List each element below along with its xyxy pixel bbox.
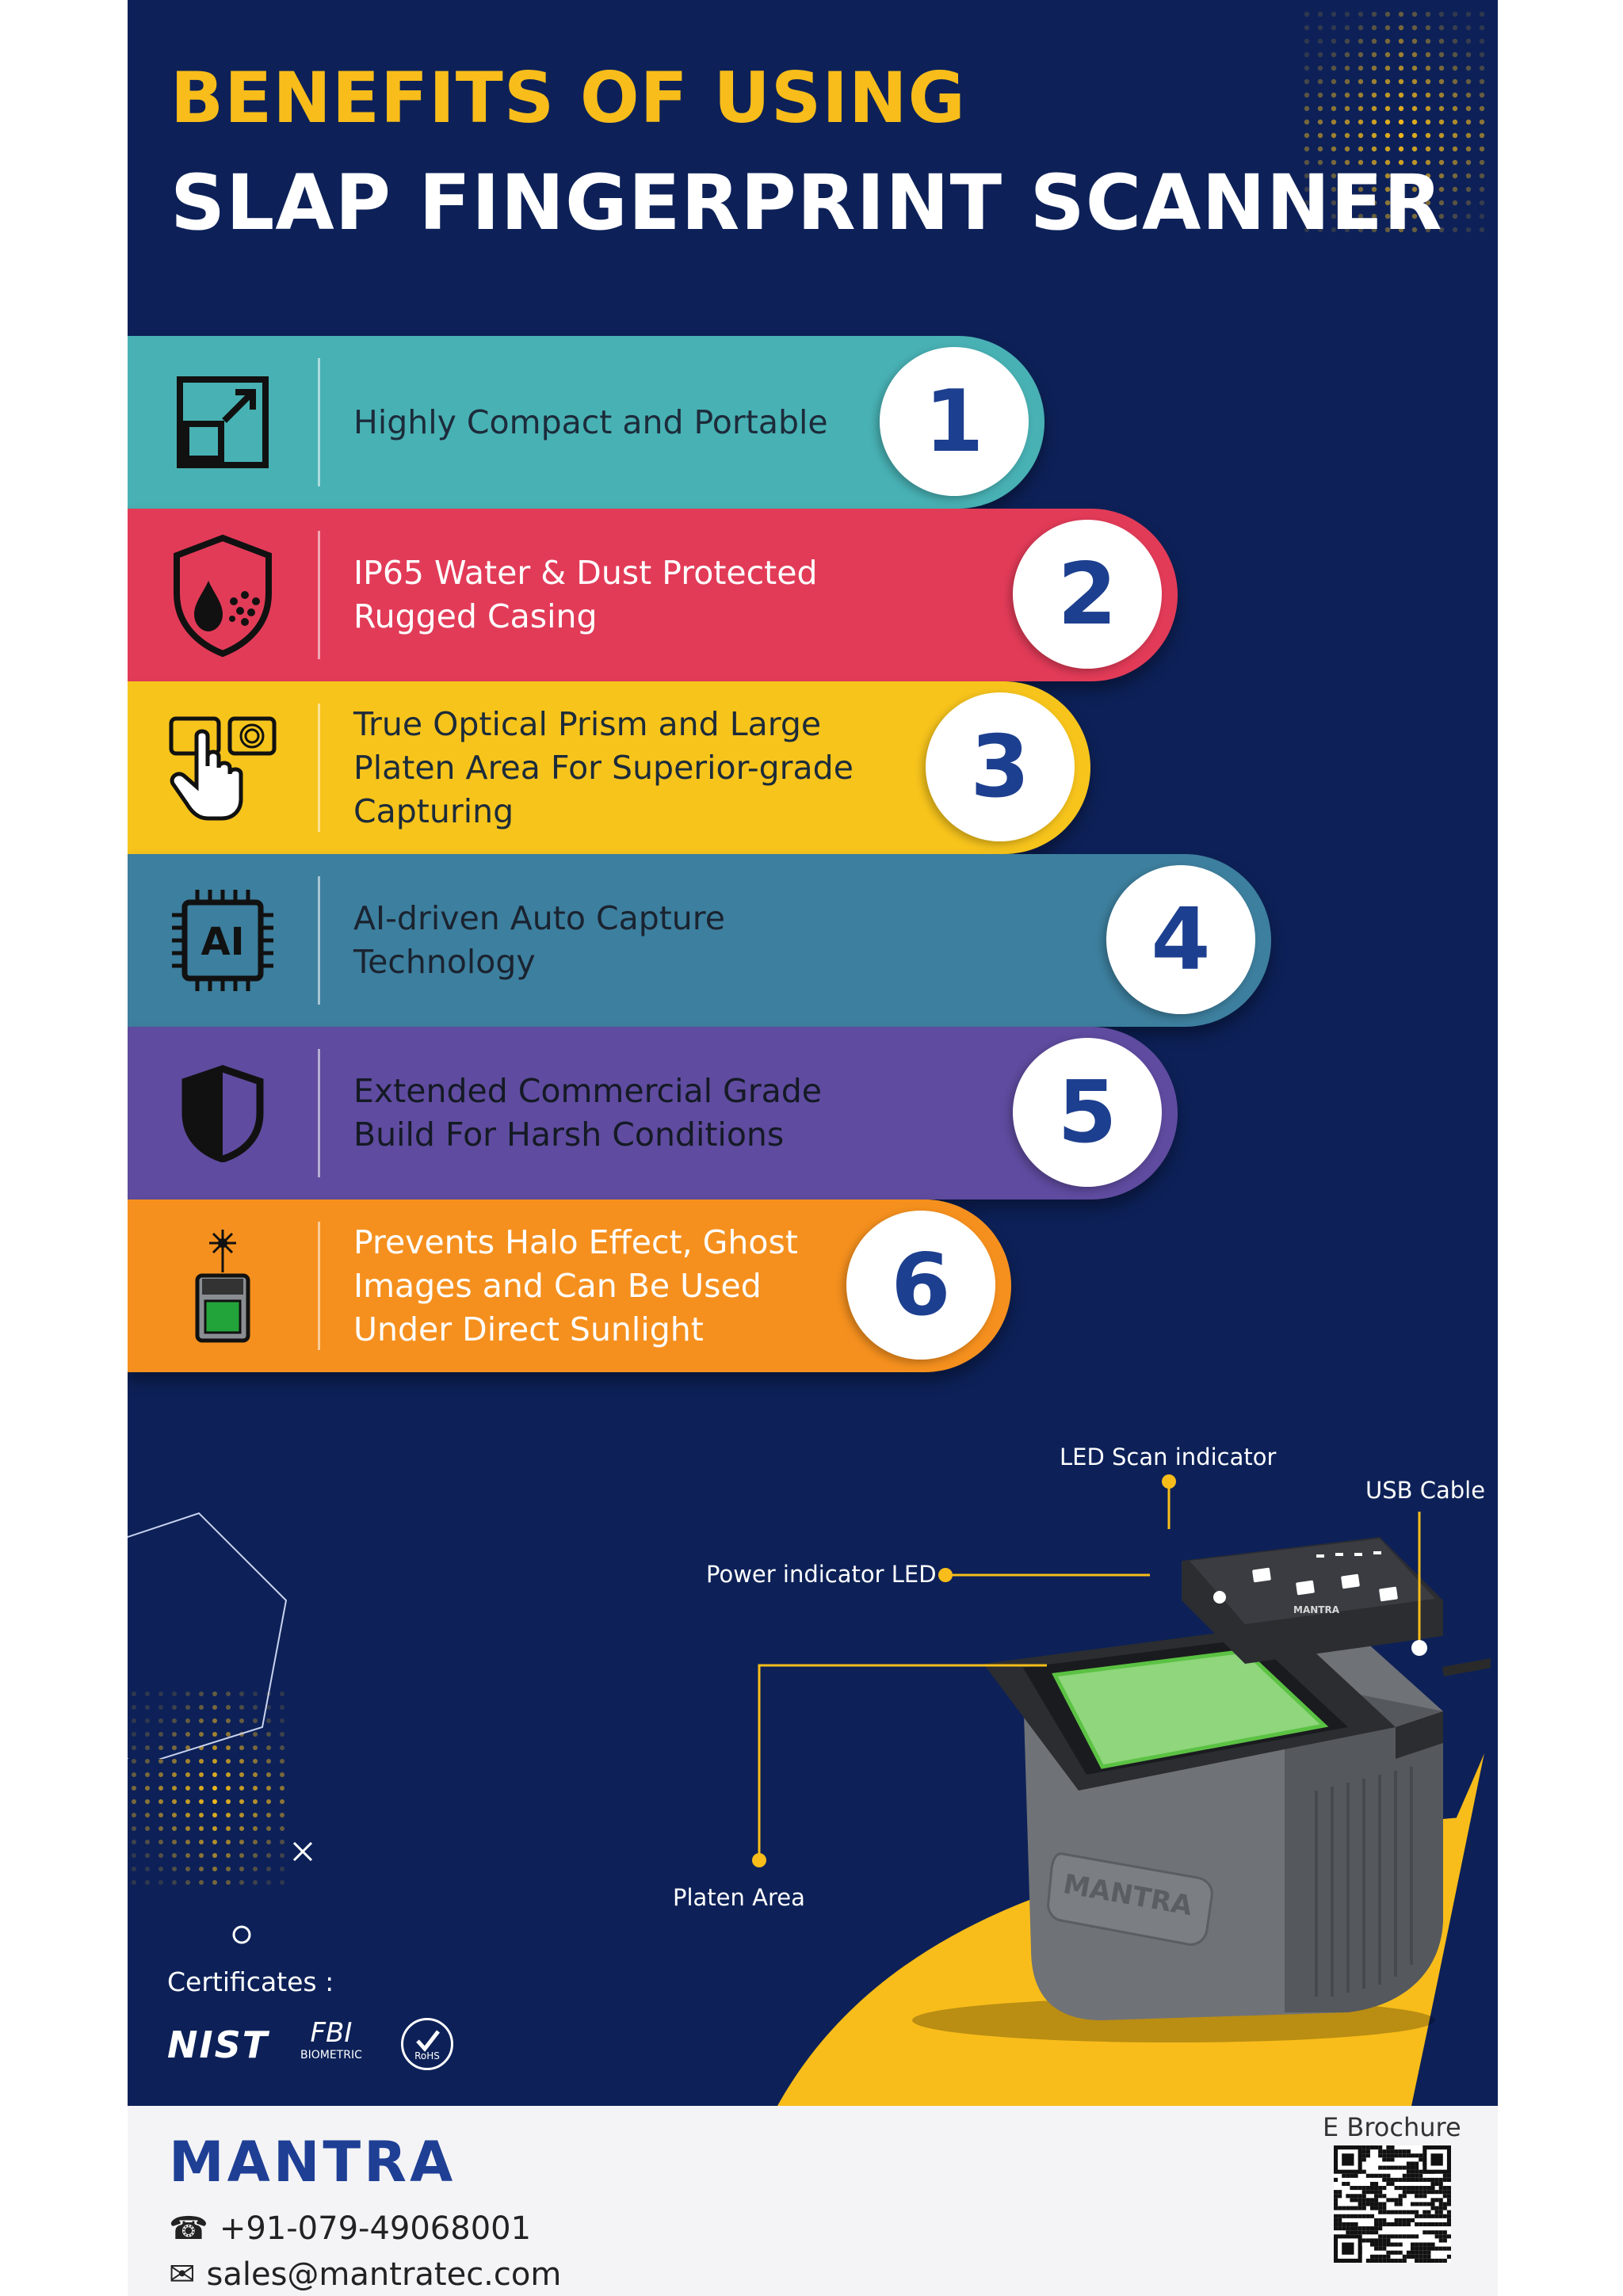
- fbi-logo-text: FBI: [310, 2017, 353, 2049]
- benefit-text-5: Extended Commercial Grade Build For Hars…: [353, 1072, 823, 1154]
- benefit-text-6: Prevents Halo Effect, Ghost Images and C…: [353, 1222, 798, 1348]
- benefit-row-4: AI AI-driven Auto Capture Technology 4: [128, 854, 1271, 1027]
- callout-power-indicator-led: Power indicator LED: [706, 1561, 937, 1588]
- headline-product: SLAP FINGERPRINT SCANNER: [170, 158, 1443, 247]
- qr-code[interactable]: [1334, 2145, 1451, 2263]
- divider: [318, 876, 320, 1005]
- divider: [318, 1049, 320, 1177]
- mail-icon: ✉: [169, 2256, 196, 2293]
- certificates-label: Certificates :: [167, 1966, 334, 1997]
- divider: [318, 358, 320, 486]
- e-brochure-label: E Brochure: [1323, 2112, 1461, 2142]
- email-address[interactable]: sales@mantratec.com: [206, 2256, 562, 2293]
- benefit-text-2: IP65 Water & Dust Protected Rugged Casin…: [353, 554, 818, 635]
- benefit-number-4: 4: [1106, 865, 1255, 1014]
- benefit-number-3: 3: [926, 692, 1075, 841]
- hexagon-outline-decoration: [128, 1512, 288, 1759]
- benefit-row-1: Highly Compact and Portable 1: [128, 336, 1044, 509]
- headline-benefits: BENEFITS OF USING: [170, 57, 966, 139]
- benefit-row-6: Prevents Halo Effect, Ghost Images and C…: [128, 1199, 1011, 1372]
- mantra-logo: MANTRA: [169, 2130, 456, 2195]
- callout-platen-area: Platen Area: [673, 1884, 805, 1911]
- benefit-number-2: 2: [1013, 520, 1162, 669]
- finger-touch-icon: [128, 681, 318, 854]
- fbi-logo-subtext: BIOMETRIC: [300, 2049, 362, 2061]
- divider: [318, 531, 320, 659]
- brochure-poster: BENEFITS OF USING SLAP FINGERPRINT SCANN…: [128, 0, 1498, 2106]
- phone-number: +91-079-49068001: [219, 2210, 532, 2247]
- divider: [318, 704, 320, 832]
- ai-chip-icon: AI: [128, 854, 318, 1027]
- benefit-row-5: Extended Commercial Grade Build For Hars…: [128, 1027, 1178, 1199]
- svg-text:AI: AI: [200, 920, 244, 964]
- slap-scanner-device-image: MANTRA MANTRA: [912, 1537, 1491, 2042]
- rohs-text: RoHS: [414, 2050, 440, 2061]
- fbi-logo: FBI BIOMETRIC: [300, 2017, 362, 2061]
- callout-lines: [752, 1474, 1427, 1867]
- phone-icon: ☎: [169, 2210, 208, 2247]
- benefit-number-1: 1: [880, 347, 1029, 496]
- benefit-number-5: 5: [1013, 1038, 1162, 1187]
- sun-scanner-icon: [128, 1199, 318, 1372]
- footer: MANTRA ☎ +91-079-49068001 ✉ sales@mantra…: [128, 2106, 1498, 2296]
- ring-decoration: [232, 1925, 251, 1944]
- benefit-number-6: 6: [846, 1211, 995, 1360]
- phone-contact: ☎ +91-079-49068001: [169, 2210, 531, 2247]
- shield-icon: [128, 1027, 318, 1199]
- rohs-check-icon: [416, 2030, 440, 2052]
- benefit-row-2: IP65 Water & Dust Protected Rugged Casin…: [128, 509, 1178, 681]
- callout-led-scan-indicator: LED Scan indicator: [1060, 1444, 1277, 1470]
- email-contact[interactable]: ✉ sales@mantratec.com: [169, 2256, 561, 2293]
- device-top-brand: MANTRA: [1293, 1604, 1340, 1615]
- rohs-logo: RoHS: [401, 2018, 453, 2070]
- dot-pattern-top-right: [1304, 11, 1485, 233]
- divider: [318, 1222, 320, 1350]
- callout-usb-cable: USB Cable: [1365, 1477, 1486, 1504]
- cross-mark-decoration: [292, 1841, 313, 1862]
- nist-logo: NIST: [167, 2023, 269, 2066]
- benefit-row-3: True Optical Prism and Large Platen Area…: [128, 681, 1090, 854]
- benefit-text-3: True Optical Prism and Large Platen Area…: [353, 704, 854, 830]
- resize-icon: [128, 336, 318, 509]
- benefit-text-1: Highly Compact and Portable: [353, 402, 828, 441]
- water-dust-shield-icon: [128, 509, 318, 681]
- dot-pattern-left: [132, 1691, 285, 1885]
- benefit-text-4: AI-driven Auto Capture Technology: [353, 899, 725, 981]
